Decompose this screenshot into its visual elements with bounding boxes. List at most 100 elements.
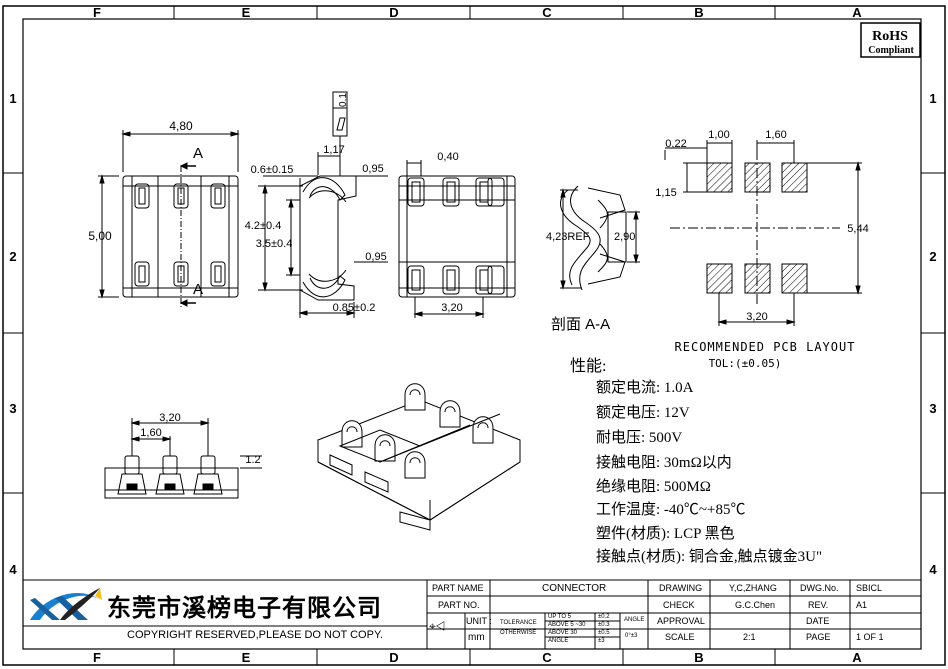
unit-label: UNIT : (466, 616, 492, 626)
pcb-pad (781, 263, 808, 294)
dim-side-4: 4.2±0.4 (245, 220, 282, 232)
col-label-top: F (93, 5, 101, 20)
iso-contact (404, 383, 426, 411)
spec-item: 接触点(材质): 铜合金,触点镀金3U" (596, 549, 823, 565)
dim-pcb-pitch: 1,60 (765, 129, 786, 141)
bottom-view (104, 418, 262, 499)
dim-top-1: 0,40 (437, 151, 458, 163)
rohs-badge: RoHS Compliant (860, 22, 921, 58)
pcb-pad (706, 263, 733, 294)
col-label-top: C (542, 5, 552, 20)
part-name-value: CONNECTOR (542, 583, 607, 594)
unit-value: mm (468, 632, 485, 643)
dim-pcb-total: 5,44 (847, 223, 868, 235)
rohs-subtitle: Compliant (868, 45, 914, 56)
pcb-pad (706, 162, 733, 193)
spec-item: 绝缘电阻: 500MΩ (596, 479, 711, 495)
pcb-pad (781, 162, 808, 193)
col-label-bottom: D (389, 650, 398, 665)
row-label-left: 2 (9, 249, 16, 264)
iso-contact (404, 451, 426, 479)
iso-contact (341, 420, 363, 448)
page-label: PAGE (806, 632, 831, 642)
pcb-layout-title: RECOMMENDED PCB LAYOUT (675, 340, 856, 354)
tolerance-angle-value: ±3 (598, 638, 605, 644)
pcb-tolerance: TOL:(±0.05) (709, 357, 782, 370)
dim-side-1: 1,17 (323, 144, 344, 156)
spec-item: 接触电阻: 30mΩ以内 (596, 455, 732, 471)
col-label-bottom: E (242, 650, 251, 665)
contact-pin (117, 455, 147, 495)
row-label-right: 1 (929, 91, 936, 106)
sheet-frame (2, 5, 946, 666)
iso-contact (439, 400, 461, 428)
spec-item: 额定电压: 12V (596, 405, 690, 421)
row-label-left: 3 (9, 401, 16, 416)
dim-front-width: 4,80 (169, 119, 193, 133)
col-label-bottom: C (542, 650, 552, 665)
company-logo (30, 588, 102, 620)
dim-section-1: 4,23REF (546, 231, 590, 243)
row-label-right: 2 (929, 249, 936, 264)
dim-bottom-height: 1.2 (245, 454, 260, 466)
tolerance-range: ABOVE 5 ~30 (548, 622, 586, 628)
col-label-bottom: A (852, 650, 862, 665)
dim-top-2: 3,20 (441, 302, 462, 314)
specs-heading: 性能: (570, 358, 607, 375)
dim-side-6: 0,95 (365, 251, 386, 263)
row-label-left: 4 (9, 562, 17, 577)
dim-front-height: 5,00 (88, 229, 112, 243)
dim-pcb-pad-height: 1,15 (655, 187, 676, 199)
flatness-value: 0.1 (338, 93, 349, 107)
dwg-value: SBICL (856, 583, 883, 593)
section-view (560, 185, 640, 291)
top-view (398, 160, 516, 318)
approval-label: APPROVAL (657, 616, 705, 626)
contact-pin (193, 455, 223, 495)
col-label-bottom: B (694, 650, 703, 665)
spec-item: 塑件(材质): LCP 黑色 (596, 526, 735, 542)
iso-contact (374, 434, 396, 462)
col-label-top: D (389, 5, 398, 20)
projection-symbol: ⌖◁ (429, 619, 446, 633)
dim-side-7: 0.85±0.2 (333, 302, 376, 314)
pcb-layout (664, 140, 862, 326)
section-mark-bottom: A (193, 281, 203, 298)
dim-side-2: 0.6±0.15 (251, 164, 294, 176)
col-label-top: B (694, 5, 703, 20)
tolerance-value: ±0.5 (598, 630, 610, 636)
rohs-title: RoHS (872, 29, 908, 44)
page-value: 1 OF 1 (856, 632, 884, 642)
dim-section-2: 2,90 (614, 231, 635, 243)
spec-item: 工作温度: -40℃~+85℃ (596, 502, 746, 518)
tolerance-angle-label: ANGLE (548, 638, 569, 644)
copyright-notice: COPYRIGHT RESERVED,PLEASE DO NOT COPY. (127, 629, 383, 641)
front-view (98, 130, 240, 308)
tolerance-value: ±0.2 (598, 614, 610, 620)
isometric-view (317, 383, 521, 531)
rev-label: REV. (808, 600, 829, 610)
company-name: 东莞市溪榜电子有限公司 (107, 594, 382, 622)
dwg-label: DWG.No. (800, 583, 839, 593)
col-label-top: E (242, 5, 251, 20)
dim-pcb-pad: 1,00 (708, 129, 729, 141)
check-label: CHECK (663, 600, 695, 610)
tolerance-range: UP TO 5 (548, 614, 572, 620)
check-value: G.C.Chen (735, 600, 776, 610)
angle-value: 0°±3 (625, 633, 638, 639)
dim-pcb-edge: 0,22 (665, 138, 686, 150)
side-view (258, 91, 388, 318)
col-label-bottom: F (93, 650, 101, 665)
title-block (22, 579, 922, 650)
drawing-value: Y,C,ZHANG (729, 583, 777, 593)
date-label: DATE (806, 616, 830, 626)
tolerance-value: ±0.3 (598, 622, 610, 628)
tolerance-label: TOLERANCE (500, 620, 537, 626)
row-label-left: 1 (9, 91, 16, 106)
tolerance-otherwise: OTHERWISE (500, 630, 537, 636)
angle-label: ANGLE (624, 617, 645, 623)
section-caption: 剖面 A-A (551, 316, 610, 333)
dim-side-5: 3.5±0.4 (256, 238, 293, 250)
drawing-label: DRAWING (659, 583, 703, 593)
